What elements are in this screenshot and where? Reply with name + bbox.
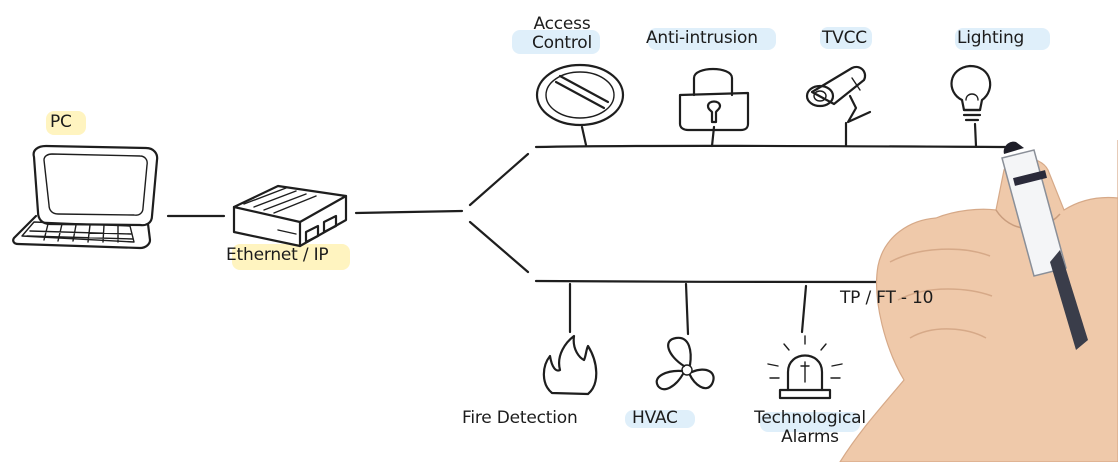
- hvac-drop: [684, 282, 690, 336]
- gateway-label: Ethernet / IP: [226, 245, 329, 265]
- fan-icon: [655, 336, 715, 391]
- lower-branch-line: [468, 220, 530, 274]
- technological-alarms-drop: [800, 284, 808, 334]
- anti-intrusion-label: Anti-intrusion: [646, 28, 758, 48]
- lighting-drop: [973, 122, 978, 148]
- hvac-highlight: [625, 410, 695, 428]
- top-bus-line: [534, 144, 1007, 149]
- fire-detection-label: Fire Detection: [462, 408, 578, 428]
- pc-label: PC: [50, 112, 72, 132]
- lighting-highlight: [955, 28, 1050, 50]
- anti-intrusion-highlight: [648, 28, 776, 50]
- access-control-label-line1: Access: [533, 14, 591, 34]
- gateway-device-icon: [232, 184, 348, 248]
- light-bulb-icon: [950, 64, 992, 122]
- gateway-to-bus-line: [354, 209, 464, 215]
- technological-alarms-label-line1: Technological: [754, 408, 866, 428]
- hvac-label: HVAC: [632, 408, 678, 428]
- technological-alarms-highlight: [760, 412, 860, 432]
- gateway-highlight: [232, 244, 350, 270]
- pc-highlight: [46, 111, 86, 135]
- access-control-label-line2: Control: [531, 33, 593, 53]
- access-control-drop: [580, 125, 588, 147]
- valve-icon: [535, 63, 625, 127]
- tvcc-label: TVCC: [822, 28, 867, 48]
- padlock-icon: [678, 67, 750, 132]
- technological-alarms-label: Technological Alarms: [754, 409, 866, 447]
- siren-icon: [767, 335, 843, 400]
- bus-label: TP / FT - 10: [840, 288, 934, 308]
- lighting-label: Lighting: [957, 28, 1025, 48]
- hand-with-marker-image: [839, 140, 1118, 462]
- technological-alarms-label-line2: Alarms: [781, 427, 839, 447]
- bottom-bus-line: [534, 279, 904, 284]
- laptop-icon: [12, 144, 159, 250]
- access-control-highlight: [512, 30, 600, 54]
- flame-icon: [542, 334, 598, 396]
- tvcc-highlight: [820, 27, 872, 49]
- upper-branch-line: [468, 152, 530, 207]
- access-control-label: Access Control: [520, 15, 604, 53]
- cctv-camera-icon: [805, 65, 872, 124]
